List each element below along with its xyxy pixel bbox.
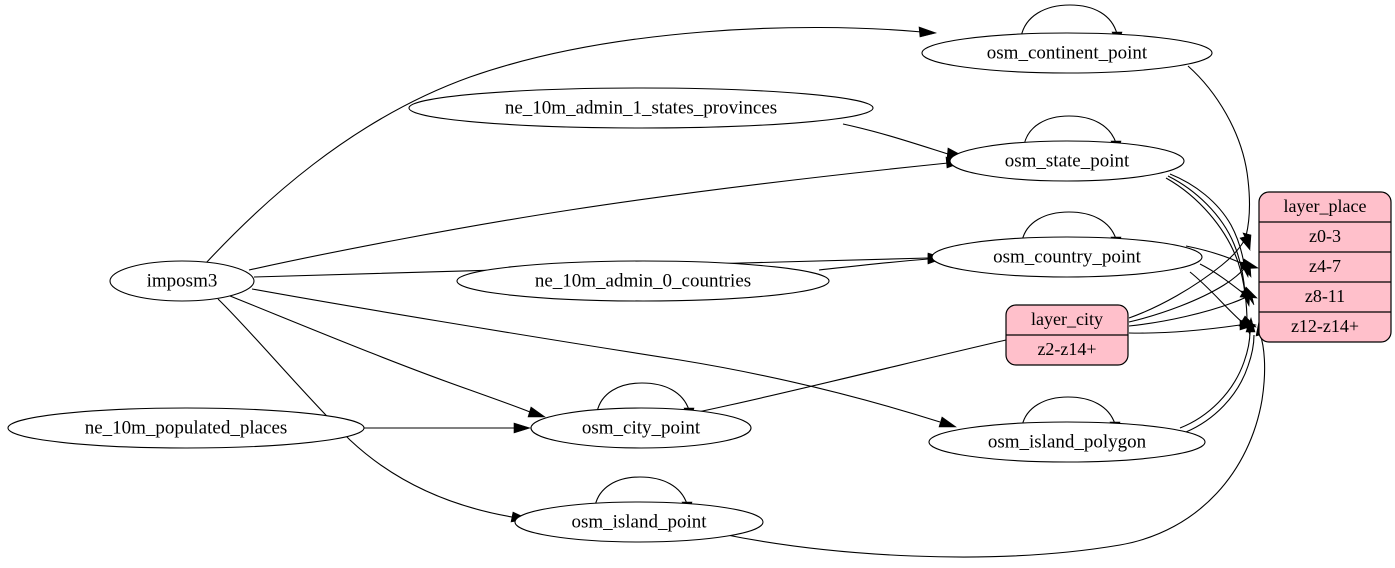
node-osm-island-polygon[interactable]: osm_island_polygon: [928, 421, 1206, 463]
edge-osm-island-point-to-layer-place-z12-z14: [721, 333, 1266, 558]
arrowhead: [938, 416, 957, 428]
node-imposm3-shape[interactable]: [109, 260, 255, 302]
edge-ne-countries-to-osm-country-point: [818, 258, 929, 271]
edge-osm-country-point-to-layer-place-z4-7: [1185, 245, 1244, 265]
node-osm-island-point[interactable]: osm_island_point: [514, 501, 764, 543]
node-ne-10m-admin-0-countries[interactable]: ne_10m_admin_0_countries: [456, 260, 830, 302]
arrowhead: [513, 422, 532, 434]
self-loop-osm-island-point: [594, 476, 688, 507]
node-ne-countries-shape[interactable]: [456, 260, 830, 302]
record-layer: layer_place z0-3 z4-7 z8-11 z12-z14+ lay…: [1005, 191, 1392, 366]
node-imposm3[interactable]: imposm3: [109, 260, 255, 302]
edge-osm-island-polygon-to-layer-place-z12-z14: [1179, 330, 1251, 429]
self-loop-osm-city-point: [596, 382, 690, 413]
node-osm-island-point-shape[interactable]: [514, 501, 764, 543]
record-layer-place[interactable]: layer_place z0-3 z4-7 z8-11 z12-z14+: [1258, 191, 1392, 343]
edge-layer-city-to-layer-place-z8-11: [1128, 295, 1249, 327]
edge-ne-states-to-osm-state-point: [842, 123, 949, 155]
node-layer: imposm3 ne_10m_admin_1_states_provinces …: [7, 32, 1213, 543]
arrowhead: [1245, 317, 1256, 333]
node-ne-states-shape[interactable]: [408, 87, 874, 129]
node-osm-continent-point-shape[interactable]: [921, 32, 1213, 74]
edge-imposm3-to-osm-state-point: [248, 162, 949, 271]
node-ne-10m-populated-places[interactable]: ne_10m_populated_places: [7, 407, 365, 449]
node-osm-state-point[interactable]: osm_state_point: [949, 140, 1185, 182]
edge-osm-country-point-to-layer-place-z8-11: [1199, 263, 1244, 294]
node-ne-10m-admin-1-states-provinces[interactable]: ne_10m_admin_1_states_provinces: [408, 87, 874, 129]
node-osm-city-point[interactable]: osm_city_point: [530, 407, 752, 449]
arrowhead: [918, 26, 938, 38]
arrowhead: [1240, 262, 1252, 278]
edge-layer-city-to-layer-place-z12-z14: [1128, 324, 1241, 334]
edge-osm-island-polygon-to-layer-place-z12-z14-b: [1185, 334, 1255, 433]
arrowhead: [1244, 291, 1255, 306]
edge-layer-city-to-layer-place-z0-3: [1128, 240, 1245, 319]
edge-imposm3-to-osm-city-point: [229, 295, 531, 413]
edge-imposm3-to-osm-continent-point: [205, 26, 923, 264]
self-loop-osm-state-point: [1023, 115, 1117, 146]
edge-osm-state-point-to-layer-place-z8-11: [1167, 175, 1246, 294]
edge-osm-country-point-to-layer-place-z12-z14: [1189, 271, 1243, 323]
self-loop-osm-continent-point: [1020, 4, 1118, 38]
edge-imposm3-to-osm-island-polygon: [251, 288, 941, 423]
self-loop-osm-country-point: [1021, 211, 1117, 242]
node-osm-country-point[interactable]: osm_country_point: [931, 236, 1203, 278]
edge-osm-state-point-to-layer-place-z12-z14: [1165, 177, 1248, 323]
edge-layer-city-to-layer-place-z4-7: [1128, 267, 1246, 323]
self-loop-osm-island-polygon: [1021, 396, 1116, 427]
edge-imposm3-to-osm-island-point: [217, 298, 513, 518]
node-osm-city-point-shape[interactable]: [530, 407, 752, 449]
record-layer-city[interactable]: layer_city z2-z14+: [1005, 304, 1129, 366]
edge-osm-state-point-to-layer-place-z4-7: [1169, 173, 1245, 265]
node-osm-continent-point[interactable]: osm_continent_point: [921, 32, 1213, 74]
edge-osm-continent-point-to-layer-place-z0-3: [1187, 65, 1251, 237]
arrowhead: [527, 406, 546, 418]
node-osm-state-point-shape[interactable]: [949, 140, 1185, 182]
arrowhead: [1239, 235, 1251, 252]
node-osm-island-polygon-shape[interactable]: [928, 421, 1206, 463]
node-osm-country-point-shape[interactable]: [931, 236, 1203, 278]
node-ne-places-shape[interactable]: [7, 407, 365, 449]
record-layer-place-body[interactable]: [1258, 191, 1392, 343]
